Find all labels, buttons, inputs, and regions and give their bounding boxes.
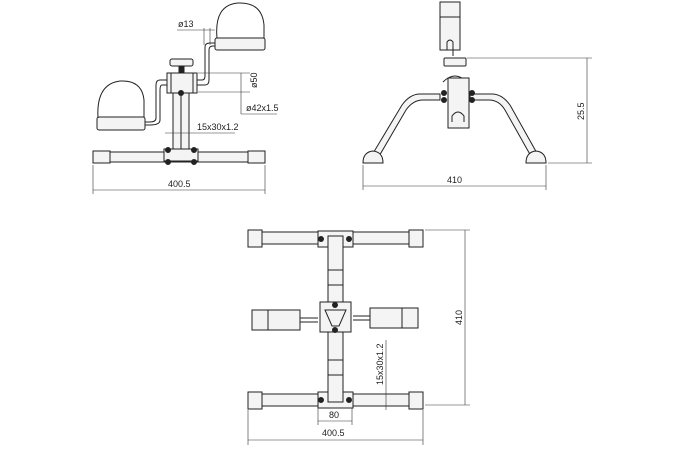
column-dim: 15x30x1.2 [197, 122, 239, 132]
pedal-left [251, 309, 301, 331]
tension-knob [169, 58, 194, 67]
hub-dia-dim: ø50 [249, 72, 259, 88]
strap-left [97, 80, 145, 119]
leg-right [469, 93, 539, 159]
crank-left [145, 79, 167, 126]
pedal-right [214, 37, 266, 51]
plate-dim: 80 [329, 410, 339, 420]
body [447, 77, 470, 129]
tension-knob [443, 57, 467, 67]
top-view: 410 80 400.5 15x30x1.2 [247, 229, 470, 445]
front-width-dim: 400.5 [168, 179, 191, 189]
cap [247, 229, 263, 248]
top-length-dim: 410 [454, 310, 464, 325]
end-cap-right [247, 150, 266, 164]
top-width-dim: 400.5 [322, 428, 345, 438]
pedal [439, 1, 461, 51]
foot-right [525, 150, 547, 164]
side-view: 410 25.5 [362, 1, 592, 190]
cap [408, 391, 424, 410]
cap [408, 229, 424, 248]
pedal-left [96, 116, 146, 131]
crank-dia-dim: ø13 [178, 19, 194, 29]
side-height-dim: 25.5 [576, 102, 586, 120]
side-width-dim: 410 [447, 175, 462, 185]
leg-left [371, 93, 441, 159]
tube-dia-dim: ø42x1.5 [246, 103, 279, 113]
strap-right [216, 2, 265, 39]
cap [247, 391, 263, 410]
foot-left [362, 150, 384, 164]
front-view: 400.5 ø13 ø50 ø42x1.5 15x30x1.2 [92, 2, 279, 194]
pedal-right [369, 307, 419, 329]
crank-right [197, 42, 215, 86]
end-cap-left [92, 150, 111, 164]
top-tube-dim: 15x30x1.2 [375, 343, 385, 385]
